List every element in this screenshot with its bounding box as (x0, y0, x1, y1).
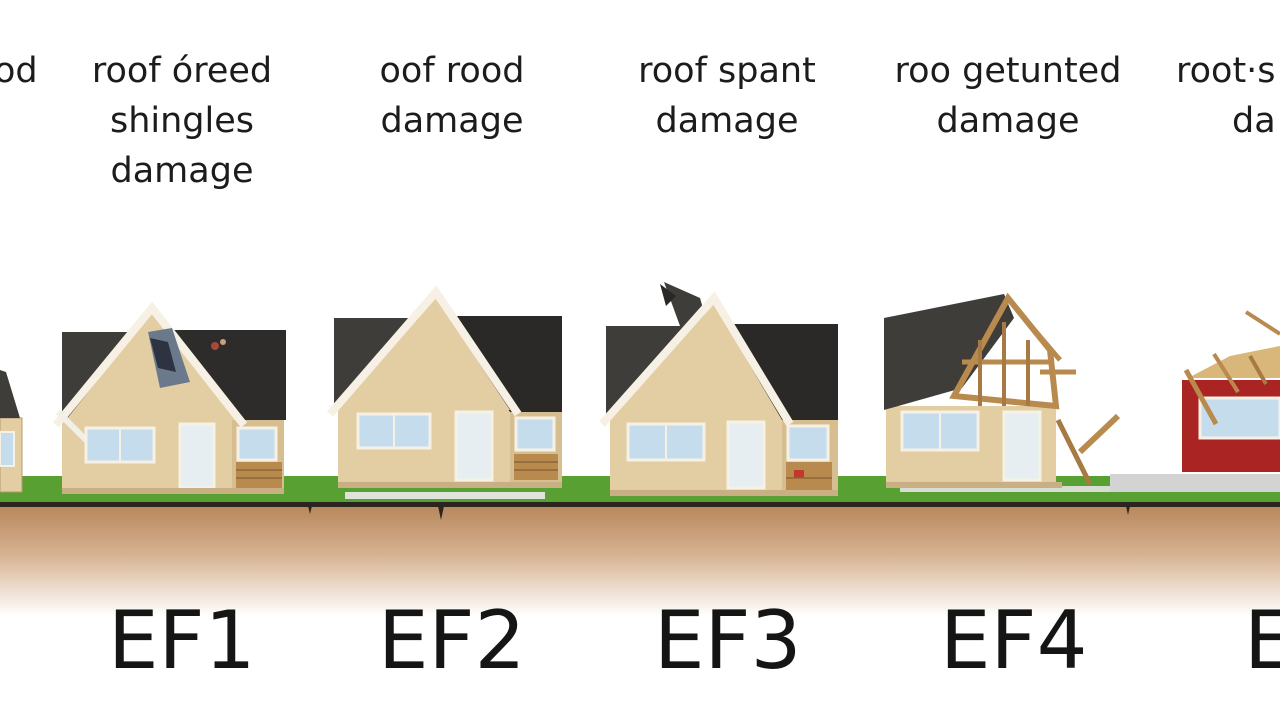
caption-ef1: roof óreed shingles damage (91, 51, 273, 191)
house-ef4 (884, 292, 1121, 488)
house-ef0-partial (0, 370, 23, 493)
caption-ef4: roo getunted damage (894, 51, 1122, 141)
paved-lot (1110, 474, 1280, 492)
sidewalk-right (900, 486, 1120, 492)
debris (220, 339, 226, 345)
level-ef3: EF3 (654, 594, 802, 687)
house-ef3 (599, 282, 838, 496)
house-ef5-partial (1182, 310, 1280, 472)
level-ef4: EF4 (940, 594, 1088, 687)
caption-ef5: root·s da (1176, 51, 1276, 141)
level-ef1: EF1 (108, 594, 256, 687)
debris (211, 342, 219, 350)
caption-ef2: oof rood damage (379, 51, 525, 141)
level-ef5: E (1244, 594, 1280, 687)
caption-ef3: roof spant damage (638, 51, 816, 141)
soil-band (0, 506, 1280, 616)
torn-roof-edge (660, 284, 676, 306)
ground-line (0, 502, 1280, 507)
falling-beam (1077, 413, 1121, 455)
ground-crack (1126, 506, 1130, 515)
house-ef1 (52, 301, 286, 494)
ground-crack (308, 506, 312, 514)
ground-crack (438, 506, 444, 520)
house-ef2 (326, 285, 562, 488)
level-ef2: EF2 (378, 594, 526, 687)
caption-ef0: od (0, 51, 38, 91)
falling-beam (1055, 418, 1093, 486)
sidewalk-left (345, 492, 545, 499)
broken-shingles (150, 338, 176, 372)
